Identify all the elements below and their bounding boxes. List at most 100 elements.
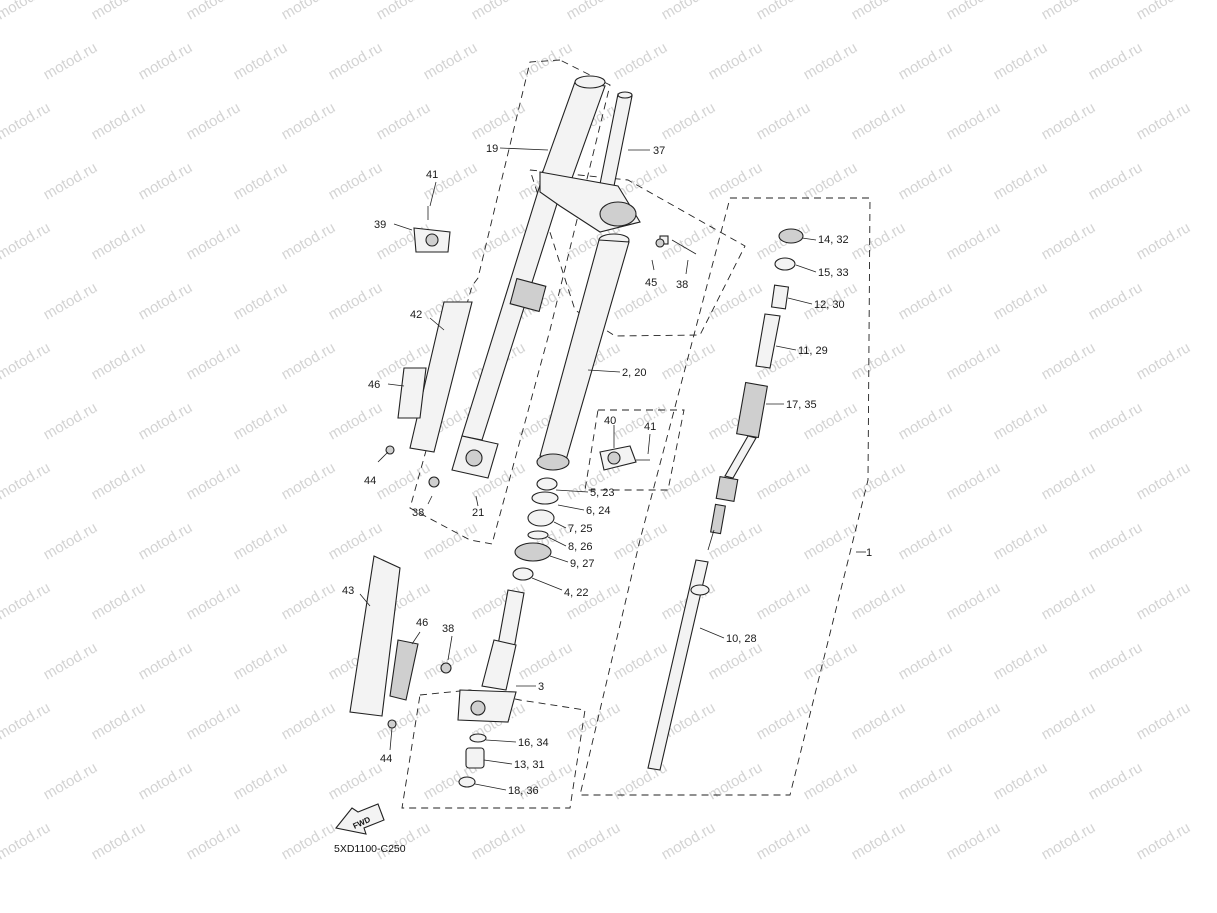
watermark-text: motod.ru: [231, 39, 291, 83]
watermark-text: motod.ru: [849, 0, 909, 23]
watermark-text: motod.ru: [659, 819, 719, 863]
watermark-text: motod.ru: [1134, 699, 1194, 743]
watermark-text: motod.ru: [184, 699, 244, 743]
watermark-text: motod.ru: [1086, 519, 1146, 563]
watermark-text: motod.ru: [611, 519, 671, 563]
watermark-text: motod.ru: [469, 819, 529, 863]
watermark-text: motod.ru: [136, 399, 196, 443]
watermark-text: motod.ru: [41, 39, 101, 83]
seal-stack: [512, 477, 559, 581]
callout-12-30: 12, 30: [814, 299, 845, 311]
callout-40: 40: [604, 415, 616, 427]
watermark-text: motod.ru: [0, 819, 53, 863]
callout-3: 3: [538, 681, 544, 693]
watermark-text: motod.ru: [231, 279, 291, 323]
upper-bracket: [539, 171, 641, 233]
watermark-text: motod.ru: [706, 39, 766, 83]
watermark-text: motod.ru: [279, 0, 339, 23]
watermark-text: motod.ru: [279, 339, 339, 383]
watermark-text: motod.ru: [279, 99, 339, 143]
watermark-text: motod.ru: [374, 819, 434, 863]
bracket-boundary: [529, 169, 746, 337]
watermark-text: motod.ru: [611, 39, 671, 83]
watermark-text: motod.ru: [279, 819, 339, 863]
watermark-text: motod.ru: [89, 699, 149, 743]
callout-38-top: 38: [676, 279, 688, 291]
watermark-text: motod.ru: [41, 399, 101, 443]
watermark-text: motod.ru: [849, 339, 909, 383]
callout-13-31: 13, 31: [514, 759, 545, 771]
watermark-text: motod.ru: [896, 519, 956, 563]
watermark-text: motod.ru: [1086, 39, 1146, 83]
callout-41-top: 41: [426, 169, 438, 181]
watermark-text: motod.ru: [991, 519, 1051, 563]
watermark-text: motod.ru: [944, 0, 1004, 23]
watermark-text: motod.ru: [184, 99, 244, 143]
watermark-text: motod.ru: [896, 759, 956, 803]
watermark-text: motod.ru: [89, 339, 149, 383]
watermark-text: motod.ru: [991, 159, 1051, 203]
watermark-text: motod.ru: [1039, 579, 1099, 623]
watermark-text: motod.ru: [1134, 339, 1194, 383]
callout-16-34: 16, 34: [518, 737, 549, 749]
watermark-text: motod.ru: [279, 219, 339, 263]
callout-46-upper: 46: [368, 379, 380, 391]
watermark-text: motod.ru: [326, 279, 386, 323]
callout-38-lower: 38: [442, 623, 454, 635]
watermark-text: motod.ru: [231, 399, 291, 443]
watermark-text: motod.ru: [659, 459, 719, 503]
watermark-text: motod.ru: [991, 399, 1051, 443]
watermark-text: motod.ru: [184, 459, 244, 503]
watermark-text: motod.ru: [991, 759, 1051, 803]
watermark-text: motod.ru: [1086, 279, 1146, 323]
watermark-text: motod.ru: [136, 639, 196, 683]
watermark-text: motod.ru: [659, 339, 719, 383]
watermark-text: motod.ru: [849, 459, 909, 503]
watermark-text: motod.ru: [374, 459, 434, 503]
axle-holder-3: [457, 589, 525, 723]
watermark-text: motod.ru: [611, 279, 671, 323]
callout-15-33: 15, 33: [818, 267, 849, 279]
outer-tube-19: [451, 75, 606, 479]
watermark-text: motod.ru: [326, 159, 386, 203]
callout-46-lower: 46: [416, 617, 428, 629]
callout-8-26: 8, 26: [568, 541, 592, 553]
watermark-text: motod.ru: [374, 99, 434, 143]
watermark-text: motod.ru: [421, 519, 481, 563]
watermark-text: motod.ru: [1086, 639, 1146, 683]
callout-2-20: 2, 20: [622, 367, 646, 379]
watermark-text: motod.ru: [184, 579, 244, 623]
clamp-39: [413, 206, 451, 253]
small-clamp-40: [599, 445, 650, 471]
diagram-code: 5XD1100-C250: [334, 843, 406, 855]
callout-45: 45: [645, 277, 657, 289]
callout-5-23: 5, 23: [590, 487, 614, 499]
watermark-text: motod.ru: [801, 639, 861, 683]
watermark-text: motod.ru: [469, 0, 529, 23]
watermark-text: motod.ru: [1039, 459, 1099, 503]
watermark-text: motod.ru: [706, 159, 766, 203]
watermark-text: motod.ru: [611, 399, 671, 443]
watermark-layer: motod.ru motod.ru motod.ru motod.ru motod.ru…: [0, 0, 1193, 863]
watermark-text: motod.ru: [801, 519, 861, 563]
watermark-text: motod.ru: [801, 39, 861, 83]
watermark-text: motod.ru: [184, 819, 244, 863]
watermark-text: motod.ru: [944, 99, 1004, 143]
watermark-text: motod.ru: [1086, 159, 1146, 203]
watermark-text: motod.ru: [89, 219, 149, 263]
leader-lines: [359, 147, 866, 791]
callout-18-36: 18, 36: [508, 785, 539, 797]
watermark-text: motod.ru: [944, 219, 1004, 263]
watermark-text: motod.ru: [801, 759, 861, 803]
watermark-text: motod.ru: [421, 159, 481, 203]
watermark-text: motod.ru: [136, 39, 196, 83]
watermark-text: motod.ru: [754, 0, 814, 23]
watermark-text: motod.ru: [0, 699, 53, 743]
watermark-text: motod.ru: [1134, 0, 1194, 23]
watermark-text: motod.ru: [564, 819, 624, 863]
watermark-text: motod.ru: [41, 759, 101, 803]
watermark-text: motod.ru: [849, 99, 909, 143]
watermark-text: motod.ru: [896, 639, 956, 683]
bolt-38-top: [655, 235, 697, 255]
callout-44-upper: 44: [364, 475, 376, 487]
